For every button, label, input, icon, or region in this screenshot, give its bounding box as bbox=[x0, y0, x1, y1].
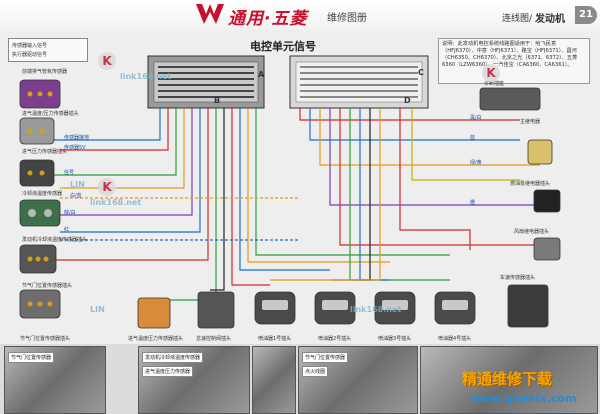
watermark-k-logo-1: K bbox=[98, 52, 116, 70]
watermark-link-1: link168.net bbox=[120, 72, 172, 81]
wire-label-1: 传感器接地 bbox=[64, 135, 90, 141]
connector-c-label: C bbox=[418, 68, 424, 77]
ecu-title: 电控单元信号 bbox=[250, 40, 316, 53]
watermark-link-3: link168.net bbox=[350, 305, 402, 314]
legend-item-input: 传感器输入信号 bbox=[12, 43, 48, 49]
left-label-1: 前端排气管氧传感器 bbox=[22, 69, 68, 75]
right-side-connectors bbox=[479, 87, 561, 261]
wire-label-8: 蓝 bbox=[470, 135, 476, 141]
watermark-k-logo-2: K bbox=[98, 178, 116, 196]
bottom-label-2: 进气温度压力传感器插头 bbox=[128, 336, 184, 342]
right-label-5: 车速传感器插头 bbox=[500, 275, 536, 281]
legend-item-output: 执行器驱动信号 bbox=[12, 52, 48, 58]
bottom-label-3: 怠速控制阀插头 bbox=[196, 336, 232, 342]
connector-a-label: A bbox=[258, 70, 265, 79]
wire-label-6: 红 bbox=[64, 227, 70, 233]
section-title: 发动机 bbox=[535, 14, 565, 25]
legend: 传感器输入信号 执行器驱动信号 bbox=[8, 38, 88, 62]
photo-caption-1: 节气门位置传感器 bbox=[8, 352, 55, 363]
watermark-site-name: 精通维修下载 bbox=[462, 370, 553, 388]
photo-caption-2: 发动机冷却液温度传感器 bbox=[142, 352, 204, 363]
left-label-5: 发动机冷却液温度传感器插头 bbox=[22, 237, 88, 243]
wuling-logo bbox=[196, 4, 224, 24]
bottom-label-1: 节气门位置传感器插头 bbox=[20, 336, 71, 342]
wire-label-2: 传感器5V bbox=[64, 145, 86, 151]
left-label-3: 进气压力传感器插头 bbox=[22, 149, 68, 155]
watermark-lin-2: LIN bbox=[90, 305, 105, 314]
left-label-2: 进气温度/压力传感器插头 bbox=[22, 111, 79, 117]
wire-label-10: 橙 bbox=[470, 200, 476, 206]
left-label-4: 冷却液温度传感器 bbox=[22, 191, 63, 197]
page-number: 21 bbox=[575, 6, 597, 24]
bottom-label-7: 喷油器4号插头 bbox=[438, 336, 472, 342]
bottom-label-6: 喷油器3号插头 bbox=[378, 336, 412, 342]
photo-caption-5: 点火线圈 bbox=[302, 366, 329, 377]
right-label-3: 燃油泵继电器插头 bbox=[510, 181, 551, 187]
connector-b-label: B bbox=[214, 96, 221, 105]
wire-label-9: 绿/黄 bbox=[470, 160, 482, 166]
watermark-lin-1: LIN bbox=[70, 180, 85, 189]
photo-engine-bay-4 bbox=[420, 346, 598, 414]
applicability-note: 说明：此发动机电控系统线路图适用于：哈飞民意（HFJ6370）、中意（HFJ63… bbox=[438, 38, 590, 84]
watermark-k-logo-3: K bbox=[482, 64, 500, 82]
watermark-site-url: www.gzweix.com bbox=[470, 392, 577, 405]
right-label-1: 诊断插座 bbox=[484, 81, 505, 87]
bottom-label-5: 喷油器2号插头 bbox=[318, 336, 352, 342]
right-label-4: 风扇继电器插头 bbox=[514, 229, 550, 235]
photo-engine-bay-2 bbox=[252, 346, 296, 414]
photo-caption-4: 节气门位置传感器 bbox=[302, 352, 349, 363]
photo-caption-3: 进气温度压力传感器 bbox=[142, 366, 194, 377]
brand-subtitle: 维修图册 bbox=[327, 13, 367, 24]
watermark-link-2: link168.net bbox=[90, 198, 142, 207]
ecu-pins-left bbox=[158, 66, 254, 98]
wire-label-7: 黑/白 bbox=[470, 115, 482, 121]
section-label: 连线图/ bbox=[502, 14, 533, 24]
wire-label-5: 棕/白 bbox=[64, 210, 76, 216]
wire-label-4: 白/蓝 bbox=[70, 193, 82, 199]
connector-d-label: D bbox=[404, 96, 411, 105]
ecu-pins-right bbox=[300, 66, 418, 98]
wire-label-3: 信号 bbox=[64, 170, 75, 176]
page-header: 通用·五菱 维修图册 连线图/ 发动机 21 bbox=[0, 0, 600, 31]
brand-name: 通用·五菱 bbox=[228, 9, 308, 29]
bottom-label-4: 喷油器1号插头 bbox=[258, 336, 292, 342]
right-label-2: 主继电器 bbox=[520, 119, 541, 125]
left-label-6: 节气门位置传感器插头 bbox=[22, 283, 73, 289]
